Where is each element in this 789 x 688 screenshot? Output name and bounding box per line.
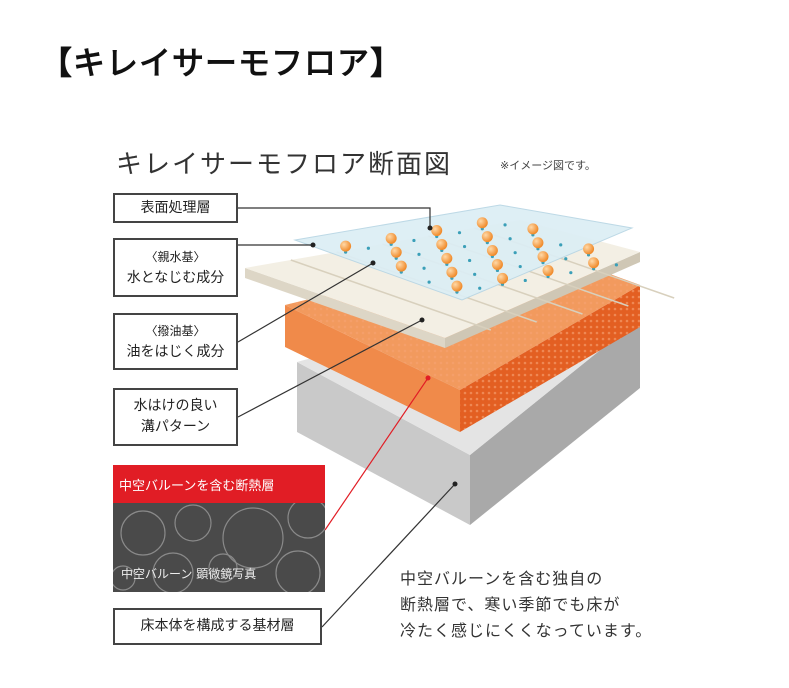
groove-line xyxy=(290,259,492,331)
hydrophilic-molecule-icon xyxy=(559,243,563,247)
description-line: 断熱層で、寒い季節でも床が xyxy=(400,595,621,614)
oleophobic-tag: 〈撥油基〉 xyxy=(145,323,206,338)
hydrophilic-desc: 水となじむ成分 xyxy=(126,269,225,286)
image-note: ※イメージ図です。 xyxy=(500,159,596,172)
hydrophilic-molecule-icon xyxy=(412,238,416,243)
oleophobic-molecule-icon xyxy=(476,217,488,229)
hydrophilic-molecule-icon xyxy=(417,252,421,256)
oleophobic-molecule-icon xyxy=(481,231,493,243)
microscope-photo xyxy=(113,503,325,592)
surface-layer xyxy=(293,204,634,301)
oleophobic-molecule-icon xyxy=(583,243,595,255)
hydrophilic-molecule-icon xyxy=(569,271,573,275)
hydrophilic-molecule-icon xyxy=(513,251,517,255)
oleophobic-molecule-icon xyxy=(497,272,508,284)
hydrophilic-molecule-icon xyxy=(518,264,522,269)
oleophobic-molecule-icon xyxy=(542,265,554,277)
diagram-title: キレイサーモフロア断面図 xyxy=(116,150,453,180)
hydrophilic-molecule-icon xyxy=(508,237,512,241)
oleophobic-molecule-icon xyxy=(588,257,600,269)
page-title: 【キレイサーモフロア】 xyxy=(40,44,404,82)
hydrophilic-molecule-icon xyxy=(427,280,431,284)
hydrophilic-molecule-icon xyxy=(503,223,507,227)
insulation-label: 中空バルーンを含む断熱層 xyxy=(113,465,325,503)
oleophobic-molecule-icon xyxy=(436,238,448,250)
insulation-leader-line xyxy=(324,377,429,531)
oleophobic-label: 〈撥油基〉 油をはじく成分 xyxy=(113,313,238,370)
hydrophilic-label: 〈親水基〉 水となじむ成分 xyxy=(113,238,238,297)
hydrophilic-molecule-icon xyxy=(462,244,467,249)
hydrophilic-molecule-icon xyxy=(366,246,370,250)
hydrophilic-molecule-icon xyxy=(614,263,618,267)
base-layer-label: 床本体を構成する基材層 xyxy=(113,608,322,645)
description-line: 冷たく感じにくくなっています。 xyxy=(400,621,653,640)
hydrophilic-tag: 〈親水基〉 xyxy=(145,249,206,264)
oleophobic-molecule-icon xyxy=(395,260,407,272)
base-label-text: 床本体を構成する基材層 xyxy=(140,618,295,634)
oleophobic-molecule-icon xyxy=(441,252,453,264)
oleophobic-molecule-icon xyxy=(385,232,397,244)
photo-caption: 中空バルーン 顕微鏡写真 xyxy=(121,567,257,581)
leader-lines xyxy=(237,207,456,628)
description-line: 中空バルーンを含む独自の xyxy=(400,569,604,588)
oleophobic-molecule-icon xyxy=(431,225,443,237)
oleophobic-molecule-icon xyxy=(390,246,402,258)
oleophobic-molecule-icon xyxy=(446,266,458,278)
oleophobic-molecule-icon xyxy=(527,223,539,235)
hydrophilic-molecule-icon xyxy=(523,278,527,283)
groove-line-1: 水はけの良い xyxy=(133,398,218,414)
hydrophilic-molecule-icon xyxy=(457,231,462,235)
oleophobic-molecule-icon xyxy=(491,258,503,270)
oleophobic-molecule-icon xyxy=(451,280,463,292)
hydrophilic-molecule-icon xyxy=(422,266,426,270)
oleophobic-molecule-icon xyxy=(486,245,498,257)
surface-label-text: 表面処理層 xyxy=(140,199,211,216)
hydrophilic-molecule-icon xyxy=(564,257,568,261)
oleophobic-molecule-icon xyxy=(537,251,549,263)
oleophobic-desc: 油をはじく成分 xyxy=(126,343,225,360)
groove-line-2: 溝パターン xyxy=(140,419,211,435)
insulation-photo-box: 中空バルーンを含む断熱層 中空バルーン 顕微鏡写真 xyxy=(113,465,325,592)
surface-layer-label: 表面処理層 xyxy=(113,193,238,223)
groove-label: 水はけの良い 溝パターン xyxy=(113,388,238,446)
oleophobic-molecule-icon xyxy=(532,237,544,249)
oleophobic-molecule-icon xyxy=(340,240,352,252)
hydrophilic-molecule-icon xyxy=(468,258,472,263)
hydrophilic-molecule-icon xyxy=(473,272,477,276)
insulation-description: 中空バルーンを含む独自の 断熱層で、寒い季節でも床が 冷たく感じにくくなっていま… xyxy=(400,566,652,644)
hydrophilic-molecule-icon xyxy=(478,286,482,290)
